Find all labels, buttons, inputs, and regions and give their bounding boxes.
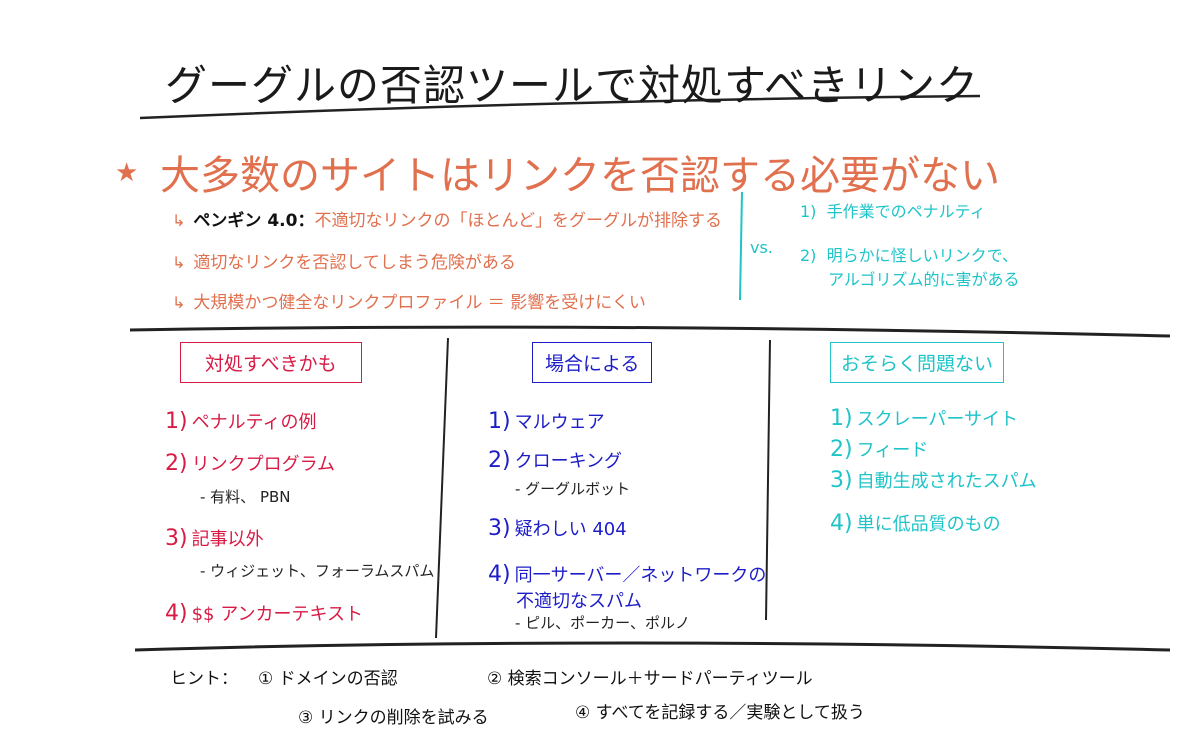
exception-text-cont: アルゴリズム的に害がある <box>828 270 1020 289</box>
star-icon: ★ <box>115 158 139 188</box>
list-item: 1)ペナルティの例 <box>165 408 317 434</box>
exception-2: 2) 明らかに怪しいリンクで、 アルゴリズム的に害がある <box>800 244 1020 292</box>
point-2: ↳ 適切なリンクを否認してしまう危険がある <box>172 248 516 273</box>
hint-item: ① ドメインの否認 <box>258 669 398 689</box>
exception-number: 2) <box>800 246 817 265</box>
list-item-text: 疑わしい 404 <box>514 519 627 540</box>
list-item-number: 3) <box>488 516 511 541</box>
list-item-text: 自動生成されたスパム <box>856 471 1037 492</box>
column-heading-depends: 場合による <box>532 342 653 383</box>
point-text: 大規模かつ健全なリンクプロファイル ＝ 影響を受けにくい <box>193 293 646 313</box>
list-item-number: 4) <box>165 601 188 626</box>
list-item-number: 2) <box>165 451 188 476</box>
vs-divider <box>739 191 743 301</box>
list-item-text: 不適切なスパム <box>516 591 642 612</box>
point-text: 適切なリンクを否認してしまう危険がある <box>193 253 516 273</box>
hint-item: ② 検索コンソール＋サードパーティツール <box>487 669 813 689</box>
arrow-icon: ↳ <box>172 211 186 230</box>
hint-item: ④ すべてを記録する／実験として扱う <box>575 703 865 723</box>
list-item-number: 2) <box>830 437 853 462</box>
list-item-sub: - ピル、ポーカー、ポルノ <box>515 614 691 632</box>
point-1: ↳ ペンギン 4.0：不適切なリンクの「ほとんど」をグーグルが排除する <box>172 206 722 231</box>
list-item-text: スクレーパーサイト <box>856 409 1019 430</box>
list-item-number: 1) <box>488 409 511 434</box>
vs-label: vs. <box>750 238 773 257</box>
title-underline <box>139 94 981 120</box>
exception-1: 1) 手作業でのペナルティ <box>800 198 986 222</box>
list-item-text: $$ アンカーテキスト <box>191 604 363 625</box>
list-item-text: 同一サーバー／ネットワークの <box>514 565 767 586</box>
column-heading-probably-fine: おそらく問題ない <box>830 342 1005 383</box>
bottom-divider <box>134 641 1171 652</box>
list-item-number: 1) <box>830 406 853 431</box>
list-item: 3)自動生成されたスパム <box>830 467 1037 493</box>
page-title: グーグルの否認ツールで対処すべきリンク <box>165 61 980 110</box>
list-item-number: 3) <box>830 468 853 493</box>
arrow-icon: ↳ <box>172 293 186 312</box>
list-item-text: ペナルティの例 <box>191 412 317 433</box>
list-item-text: クローキング <box>514 451 623 472</box>
exception-number: 1) <box>800 202 817 221</box>
list-item: 2)フィード <box>830 436 928 462</box>
list-item: 4)単に低品質のもの <box>830 510 1001 536</box>
list-item-text: フィード <box>856 440 929 461</box>
top-divider <box>129 325 1171 338</box>
list-item: 1)スクレーパーサイト <box>830 405 1018 431</box>
list-item-text: リンクプログラム <box>191 454 336 475</box>
column-heading-maybe-act: 対処すべきかも <box>180 342 362 383</box>
list-item-sub: - グーグルボット <box>515 480 631 498</box>
point-label: ペンギン 4.0： <box>193 211 315 231</box>
list-item: 4)同一サーバー／ネットワークの不適切なスパム <box>488 562 766 615</box>
list-item: 2)クローキング <box>488 447 622 473</box>
column-divider-1 <box>435 337 449 639</box>
list-item: 3)記事以外 <box>165 525 264 551</box>
headline: 大多数のサイトはリンクを否認する必要がない <box>160 153 1000 199</box>
list-item-text: マルウェア <box>514 412 605 433</box>
point-3: ↳ 大規模かつ健全なリンクプロファイル ＝ 影響を受けにくい <box>172 288 646 313</box>
list-item: 1)マルウェア <box>488 408 605 434</box>
exception-text: 明らかに怪しいリンクで、 <box>826 246 1018 265</box>
list-item-number: 4) <box>488 562 511 587</box>
point-text: 不適切なリンクの「ほとんど」をグーグルが排除する <box>314 211 722 231</box>
hints-label: ヒント： <box>170 669 238 689</box>
list-item-number: 1) <box>165 409 188 434</box>
arrow-icon: ↳ <box>172 253 186 272</box>
column-divider-2 <box>765 339 771 621</box>
hint-item: ③ リンクの削除を試みる <box>298 708 489 728</box>
list-item: 4)$$ アンカーテキスト <box>165 600 363 626</box>
list-item-number: 2) <box>488 448 511 473</box>
list-item: 3)疑わしい 404 <box>488 515 627 541</box>
list-item-text: 記事以外 <box>191 529 264 550</box>
list-item-text: 単に低品質のもの <box>856 514 1001 535</box>
list-item: 2)リンクプログラム <box>165 450 335 476</box>
list-item-number: 4) <box>830 511 853 536</box>
exception-text: 手作業でのペナルティ <box>826 202 986 221</box>
list-item-number: 3) <box>165 526 188 551</box>
list-item-sub: - 有料、 PBN <box>200 488 291 506</box>
list-item-sub: - ウィジェット、フォーラムスパム <box>200 562 435 580</box>
